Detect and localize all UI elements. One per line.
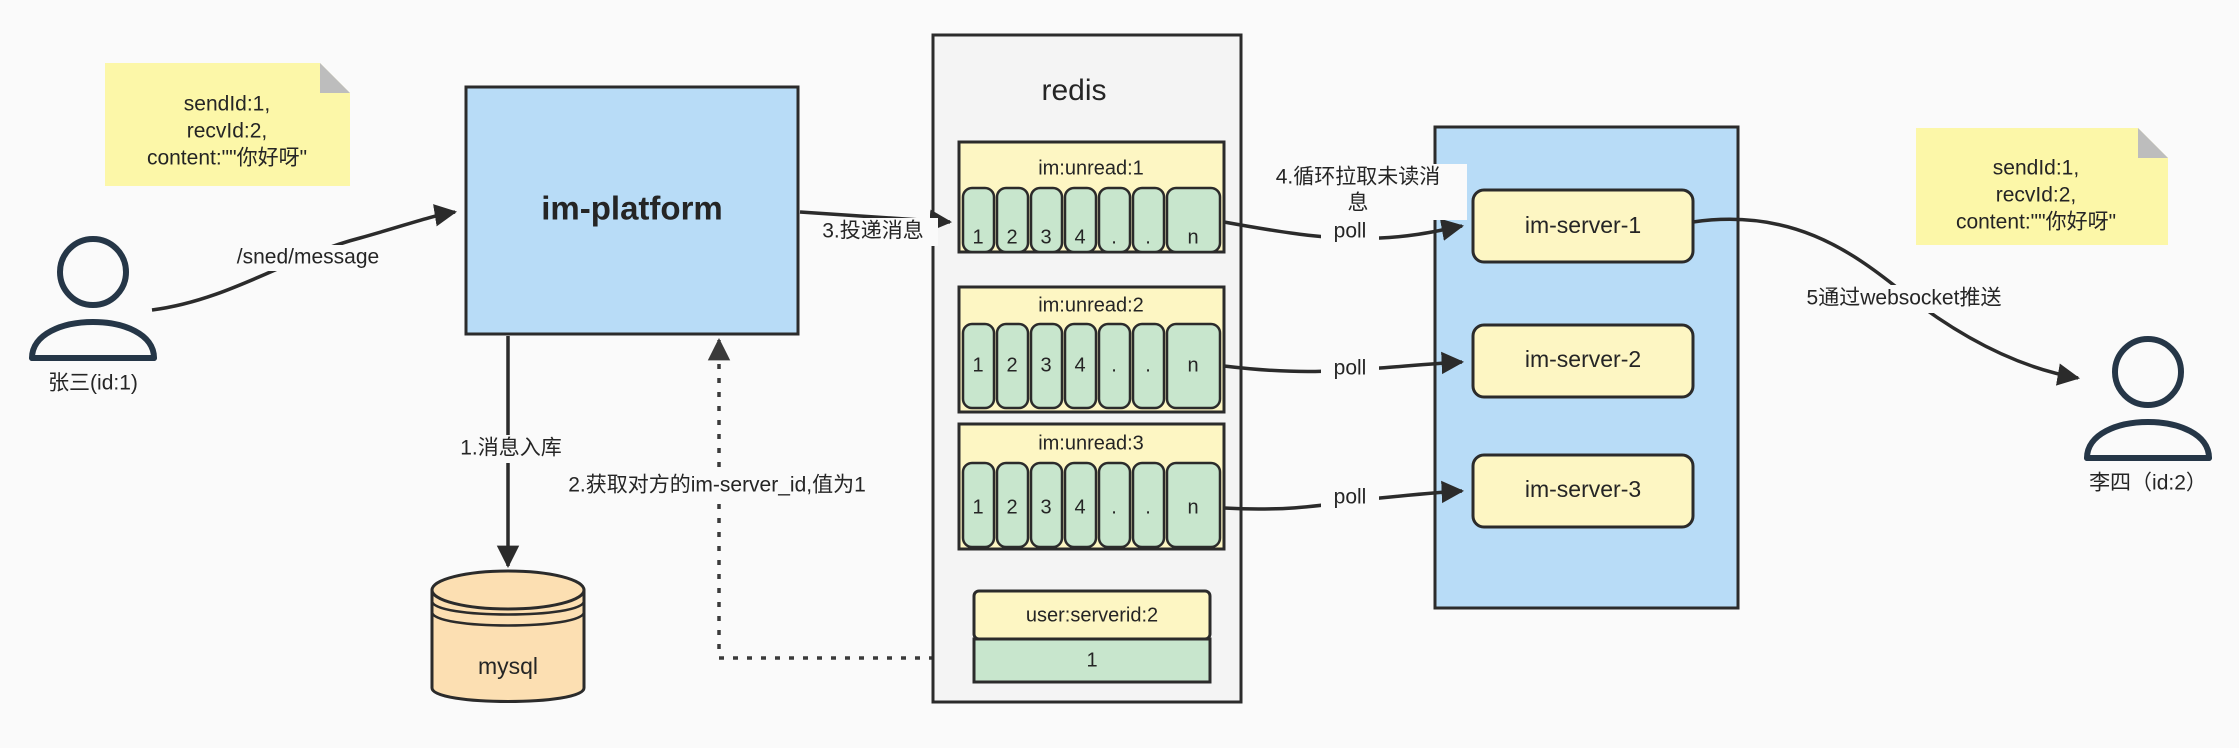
edge-step4-label-line2: 息 [1348,192,1369,215]
queue-cell: . [1145,496,1151,518]
queue-cell: . [1111,226,1117,248]
edge-step1-label: 1.消息入库 [460,437,562,460]
edge-step4-label-line1: 4.循环拉取未读消 [1276,166,1441,189]
redis-kv-user-serverid[interactable]: user:serverid:2 1 [972,589,1212,684]
note-left-line-2: recvId:2, [187,120,268,143]
redis-kv-value: 1 [1086,649,1097,671]
queue-cell: . [1111,496,1117,518]
note-right-line-1: sendId:1, [1993,157,2079,180]
redis-queue-1-key: im:unread:2 [1038,294,1144,316]
redis-queue-1[interactable]: im:unread:2 1 2 3 4 . . n [957,285,1226,414]
node-im-server-2[interactable]: im-server-2 [1471,323,1695,399]
queue-cell: 4 [1074,354,1085,376]
mysql-label: mysql [478,653,538,679]
redis-kv-key: user:serverid:2 [1026,604,1158,626]
edge-poll-1-label: poll [1334,220,1367,243]
node-mysql[interactable]: mysql [430,569,586,703]
edge-step1-persist: 1.消息入库 [455,336,567,569]
edge-poll-3-label: poll [1334,486,1367,509]
queue-cell: 2 [1006,354,1017,376]
redis-queue-1-cells: 1 2 3 4 . . n [961,322,1222,410]
queue-cell: 3 [1040,496,1051,518]
queue-cell: n [1187,496,1198,518]
im-server-1-label: im-server-1 [1525,212,1641,238]
queue-cell: n [1187,226,1198,248]
redis-queue-0[interactable]: im:unread:1 1 2 3 4 . . n [957,140,1226,254]
note-right-line-2: recvId:2, [1996,184,2077,207]
edge-poll-2-label: poll [1334,357,1367,380]
node-im-platform[interactable]: im-platform [464,85,800,336]
message-payload-note-right: sendId:1, recvId:2, content:""你好呀" [1916,128,2168,245]
note-left-line-3: content:""你好呀" [147,147,307,170]
queue-cell: 2 [1006,496,1017,518]
im-server-3-label: im-server-3 [1525,476,1641,502]
message-payload-note-left: sendId:1, recvId:2, content:""你好呀" [105,63,350,186]
node-im-server-3[interactable]: im-server-3 [1471,453,1695,529]
queue-cell: 4 [1074,226,1085,248]
edge-send-message-label: /sned/message [237,246,379,269]
queue-cell: 1 [972,354,983,376]
queue-cell: 3 [1040,226,1051,248]
edge-step2-label: 2.获取对方的im-server_id,值为1 [568,474,866,497]
redis-title: redis [1041,74,1106,107]
edge-step2-fetch-serverid: 2.获取对方的im-server_id,值为1 [566,337,962,660]
edge-poll-2: poll [1223,351,1465,383]
queue-cell: 3 [1040,354,1051,376]
actor-sender-label: 张三(id:1) [48,372,138,395]
queue-cell: n [1187,354,1198,376]
queue-cell: 2 [1006,226,1017,248]
note-left-line-1: sendId:1, [184,93,270,116]
edge-step4-pull-unread: 4.循环拉取未读消 息 [1252,164,1467,220]
redis-queue-2[interactable]: im:unread:3 1 2 3 4 . . n [957,422,1226,551]
redis-queue-2-cells: 1 2 3 4 . . n [961,461,1222,549]
edge-poll-3: poll [1223,480,1465,512]
edge-step5-label: 5通过websocket推送 [1807,287,2002,310]
redis-queue-0-key: im:unread:1 [1038,157,1144,179]
edge-poll-1: poll [1223,218,1465,246]
actor-receiver: 李四（id:2） [2084,336,2212,495]
im-platform-label: im-platform [541,190,723,227]
queue-cell: 1 [972,496,983,518]
redis-queue-2-key: im:unread:3 [1038,432,1144,454]
queue-cell: 1 [972,226,983,248]
note-right-line-3: content:""你好呀" [1956,211,2116,234]
edge-step3-deliver: 3.投递消息 [799,209,953,246]
queue-cell: . [1145,354,1151,376]
queue-cell: 4 [1074,496,1085,518]
im-server-2-label: im-server-2 [1525,346,1641,372]
queue-cell: . [1111,354,1117,376]
edge-send-message: /sned/message [151,204,458,312]
redis-queue-0-cells: 1 2 3 4 . . n [961,186,1222,254]
node-im-server-1[interactable]: im-server-1 [1471,188,1695,264]
queue-cell: . [1145,226,1151,248]
edge-step3-label: 3.投递消息 [822,220,924,243]
actor-receiver-label: 李四（id:2） [2089,472,2207,495]
edge-step5-websocket-push: 5通过websocket推送 [1692,217,2081,386]
actor-sender: 张三(id:1) [29,236,157,395]
